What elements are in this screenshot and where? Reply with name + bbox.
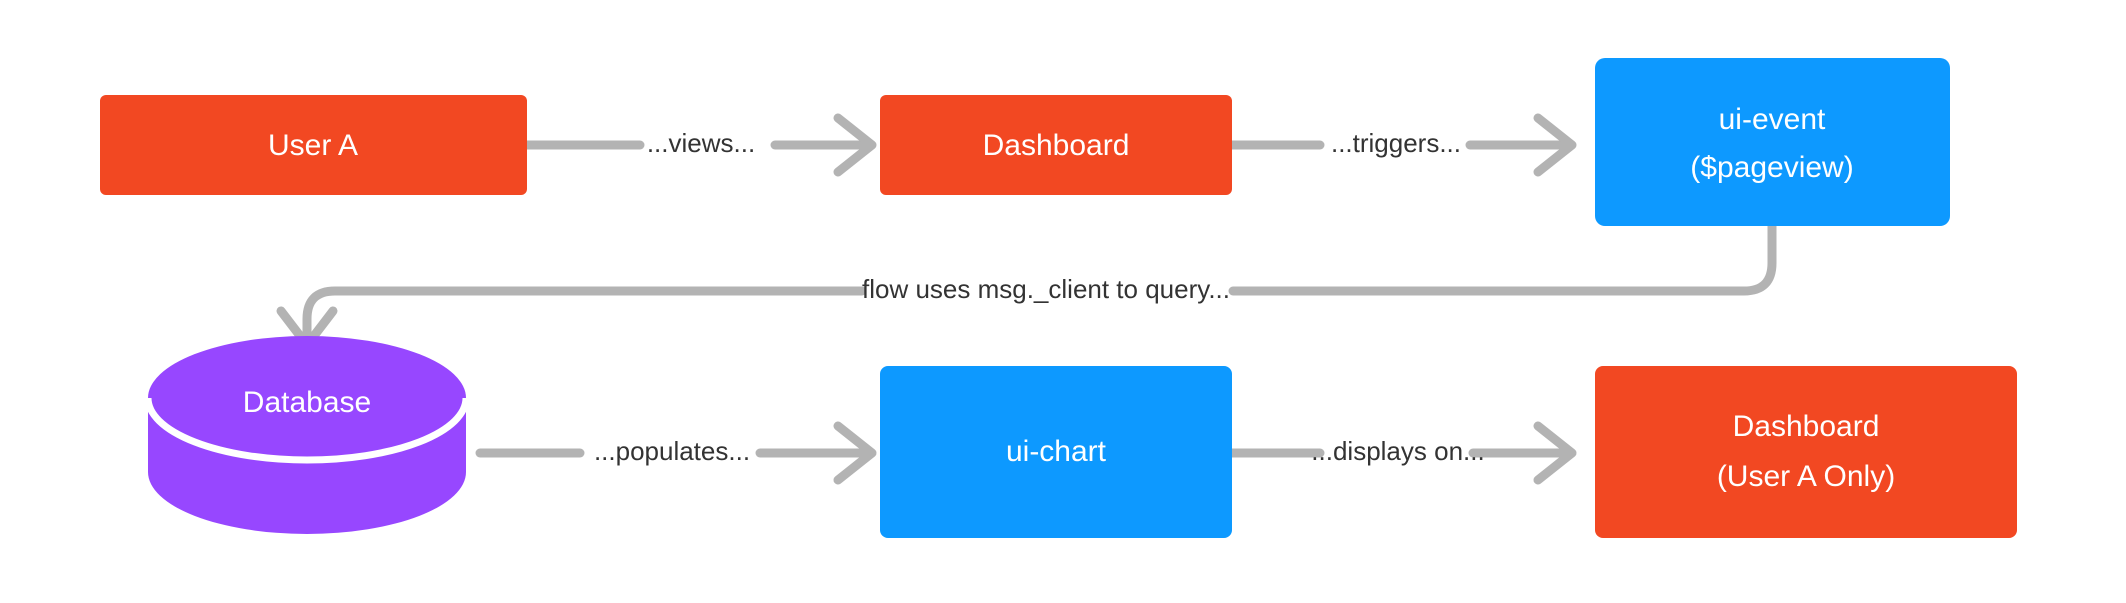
edge-user-to-dashboard: ...views... (522, 113, 877, 177)
arrowhead-icon (1533, 421, 1577, 485)
edge-database-to-chart: ...populates... (475, 421, 877, 485)
edge-event-to-database: flow uses msg._client to query... (276, 221, 1777, 350)
node-database[interactable]: Database (144, 336, 470, 534)
arrowhead-icon (833, 113, 877, 177)
edge-label-displays-on: ...displays on... (1311, 436, 1484, 466)
edge-line-segment (302, 286, 867, 342)
node-ui-event[interactable]: ui-event ($pageview) (1595, 58, 1950, 226)
arrowhead-icon (833, 421, 877, 485)
edge-label-populates: ...populates... (594, 436, 750, 466)
node-ui-chart-shape[interactable] (880, 366, 1232, 538)
node-dashboard-top-shape[interactable] (880, 95, 1232, 195)
edge-label-views: ...views... (647, 128, 755, 158)
edge-label-flow-query: flow uses msg._client to query... (862, 274, 1230, 304)
node-dashboard-bottom-shape[interactable] (1595, 366, 2017, 538)
node-ui-chart[interactable]: ui-chart (880, 366, 1232, 538)
node-database-rim (144, 397, 470, 464)
edge-dashboard-to-event: ...triggers... (1227, 113, 1577, 177)
node-user-a-shape[interactable] (100, 95, 527, 195)
node-user-a[interactable]: User A (100, 95, 527, 195)
arrowhead-icon (1533, 113, 1577, 177)
edge-chart-to-dashboard: ...displays on... (1227, 421, 1577, 485)
node-ui-event-shape[interactable] (1595, 58, 1950, 226)
edge-line-segment (1228, 221, 1777, 296)
node-dashboard-bottom[interactable]: Dashboard (User A Only) (1595, 366, 2017, 538)
edge-label-triggers: ...triggers... (1331, 128, 1461, 158)
node-database-top-ellipse[interactable] (148, 336, 466, 460)
node-dashboard-top[interactable]: Dashboard (880, 95, 1232, 195)
